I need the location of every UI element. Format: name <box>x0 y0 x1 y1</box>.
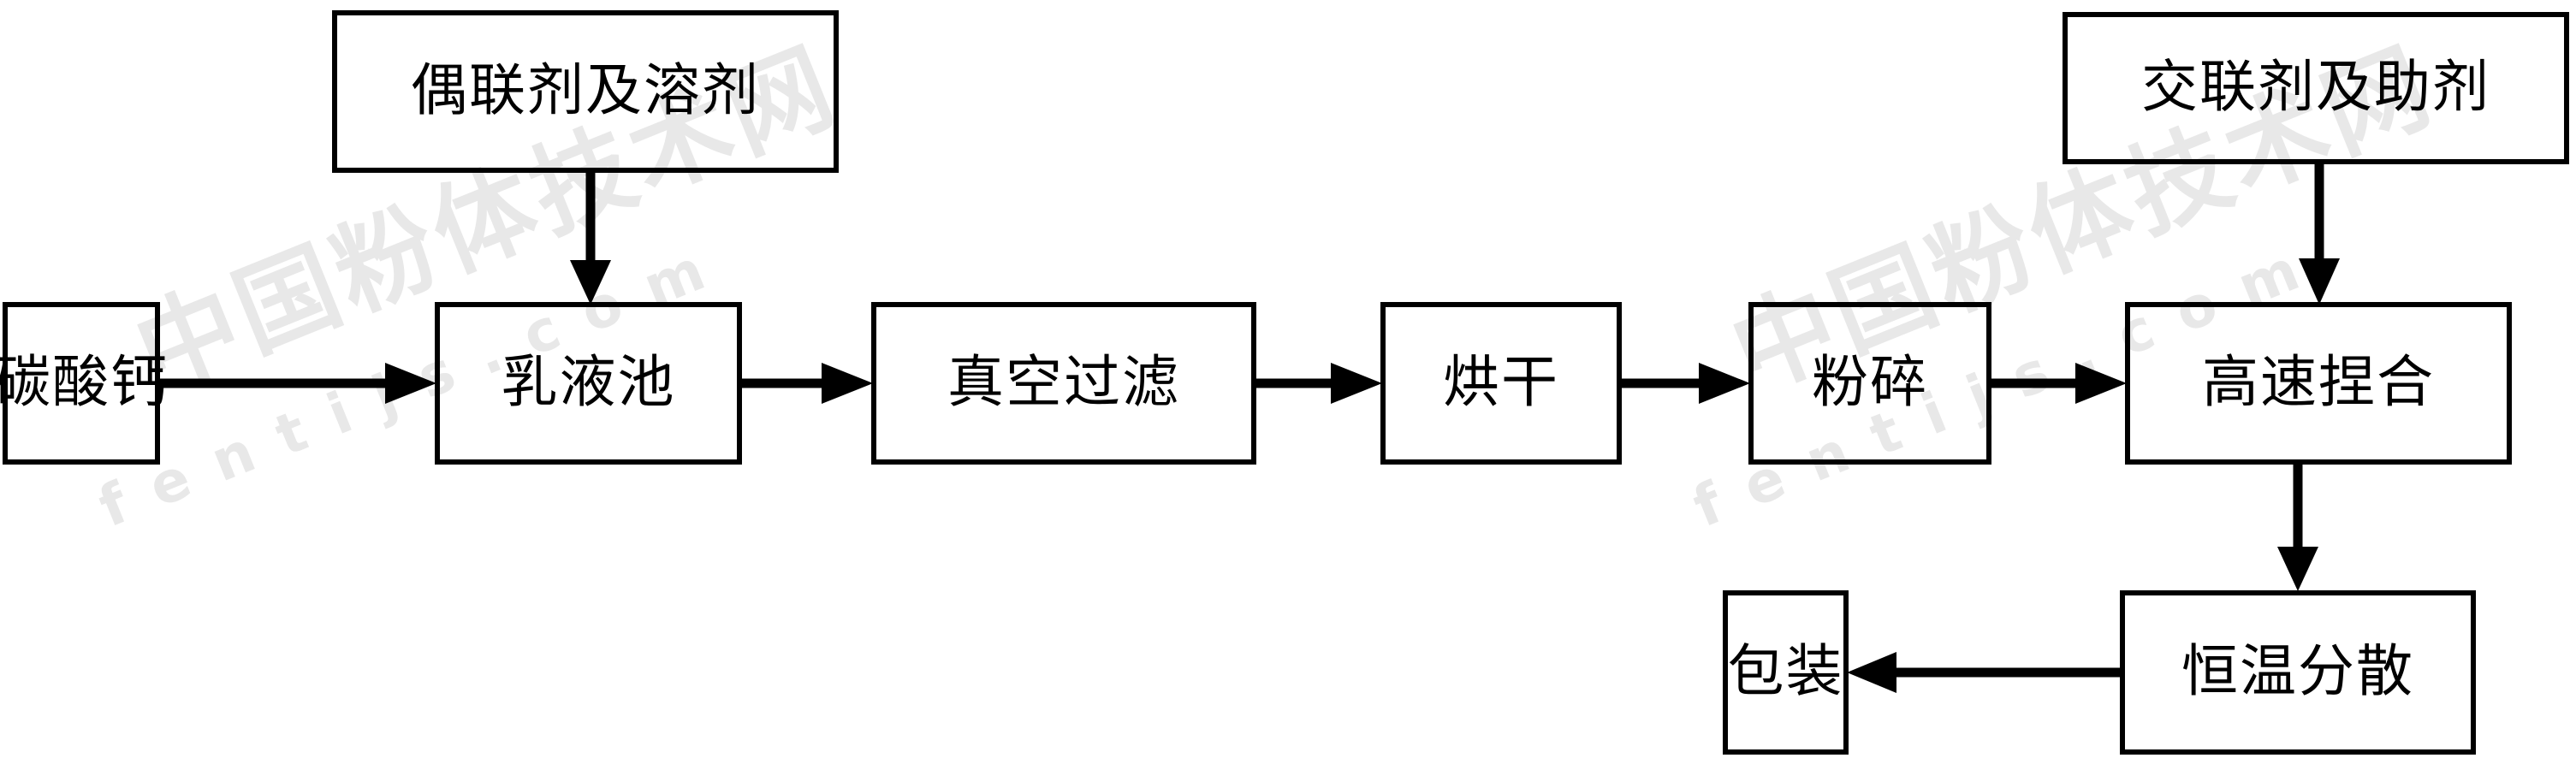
connector-coupling-to-emulsion <box>565 171 616 306</box>
node-label-drying: 烘干 <box>1443 352 1559 414</box>
connector-drying-to-pulverizing <box>1621 358 1752 409</box>
connector-crosslinker-to-kneading <box>2294 163 2345 306</box>
connector-dispersion-to-packaging <box>1847 647 2122 698</box>
node-crosslinker[interactable]: 交联剂及助剂 <box>2063 12 2569 164</box>
connector-filter-to-drying <box>1255 358 1384 409</box>
node-drying[interactable]: 烘干 <box>1380 302 1622 465</box>
node-label-emulsion-tank: 乳液池 <box>501 352 676 414</box>
node-label-coupling-agent: 偶联剂及溶剂 <box>411 60 760 122</box>
connector-pulverizing-to-kneading <box>1991 358 2128 409</box>
node-coupling-agent[interactable]: 偶联剂及溶剂 <box>332 10 839 173</box>
node-label-calcium-carbonate: 碳酸钙 <box>0 352 169 414</box>
connector-emulsion-to-filter <box>741 358 875 409</box>
node-label-constant-temp-dispersion: 恒温分散 <box>2181 641 2414 703</box>
node-label-packaging: 包装 <box>1727 641 1844 703</box>
node-packaging[interactable]: 包装 <box>1723 590 1849 755</box>
node-constant-temp-dispersion[interactable]: 恒温分散 <box>2120 590 2476 755</box>
node-label-pulverizing: 粉碎 <box>1812 352 1928 414</box>
node-calcium-carbonate[interactable]: 碳酸钙 <box>0 302 167 465</box>
node-label-high-speed-kneading: 高速捏合 <box>2202 352 2435 414</box>
node-high-speed-kneading[interactable]: 高速捏合 <box>2125 302 2512 465</box>
connector-caco3-to-emulsion <box>159 358 438 409</box>
node-label-crosslinker: 交联剂及助剂 <box>2141 56 2490 119</box>
connector-kneading-to-dispersion <box>2272 463 2324 593</box>
node-pulverizing[interactable]: 粉碎 <box>1748 302 1991 465</box>
node-emulsion-tank[interactable]: 乳液池 <box>435 302 742 465</box>
node-vacuum-filter[interactable]: 真空过滤 <box>871 302 1256 465</box>
node-label-vacuum-filter: 真空过滤 <box>947 352 1180 414</box>
